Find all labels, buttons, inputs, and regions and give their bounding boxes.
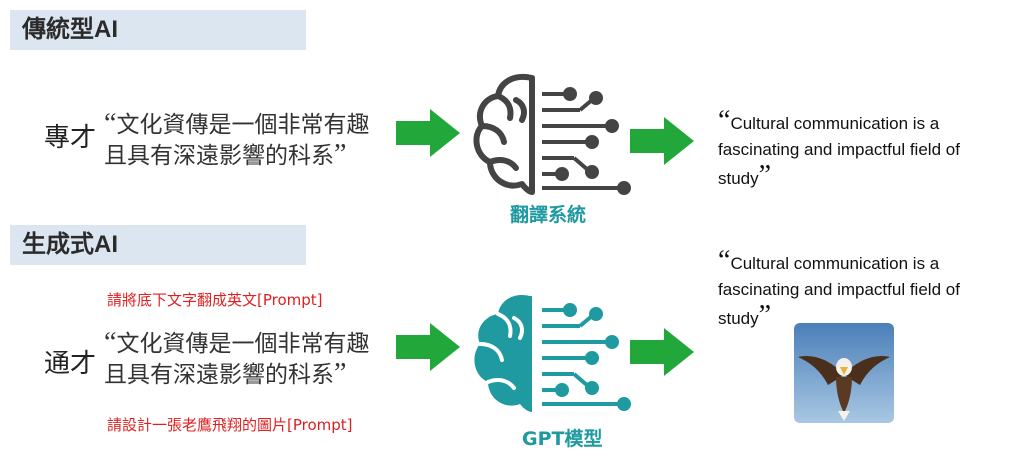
prompt-translate: 請將底下文字翻成英文[Prompt] <box>107 291 323 309</box>
prompt-image: 請設計一張老鷹飛翔的圖片[Prompt] <box>107 416 353 434</box>
brain-circuit-icon <box>474 294 631 412</box>
output-text-traditional: “Cultural communication is a fascinating… <box>718 105 960 191</box>
input-text-traditional: “文化資傳是一個非常有趣 且具有深遠影響的科系” <box>104 108 370 170</box>
brain-circuit-icon <box>473 74 631 195</box>
role-specialist: 專才 <box>44 123 97 153</box>
section-header-generative: 生成式AI <box>10 225 306 265</box>
role-generalist: 通才 <box>44 349 97 379</box>
arrow-right-icon <box>630 328 694 376</box>
output-text-generative: “Cultural communication is a fascinating… <box>718 245 960 331</box>
model-label-translation-system: 翻譯系統 <box>510 204 587 226</box>
eagle-image <box>794 323 894 423</box>
arrow-right-icon <box>396 323 460 371</box>
model-label-gpt: GPT模型 <box>522 428 603 450</box>
section-header-traditional: 傳統型AI <box>10 10 306 50</box>
arrow-right-icon <box>630 117 694 165</box>
arrow-right-icon <box>396 109 460 157</box>
input-text-generative: “文化資傳是一個非常有趣 且具有深遠影響的科系” <box>104 327 370 389</box>
